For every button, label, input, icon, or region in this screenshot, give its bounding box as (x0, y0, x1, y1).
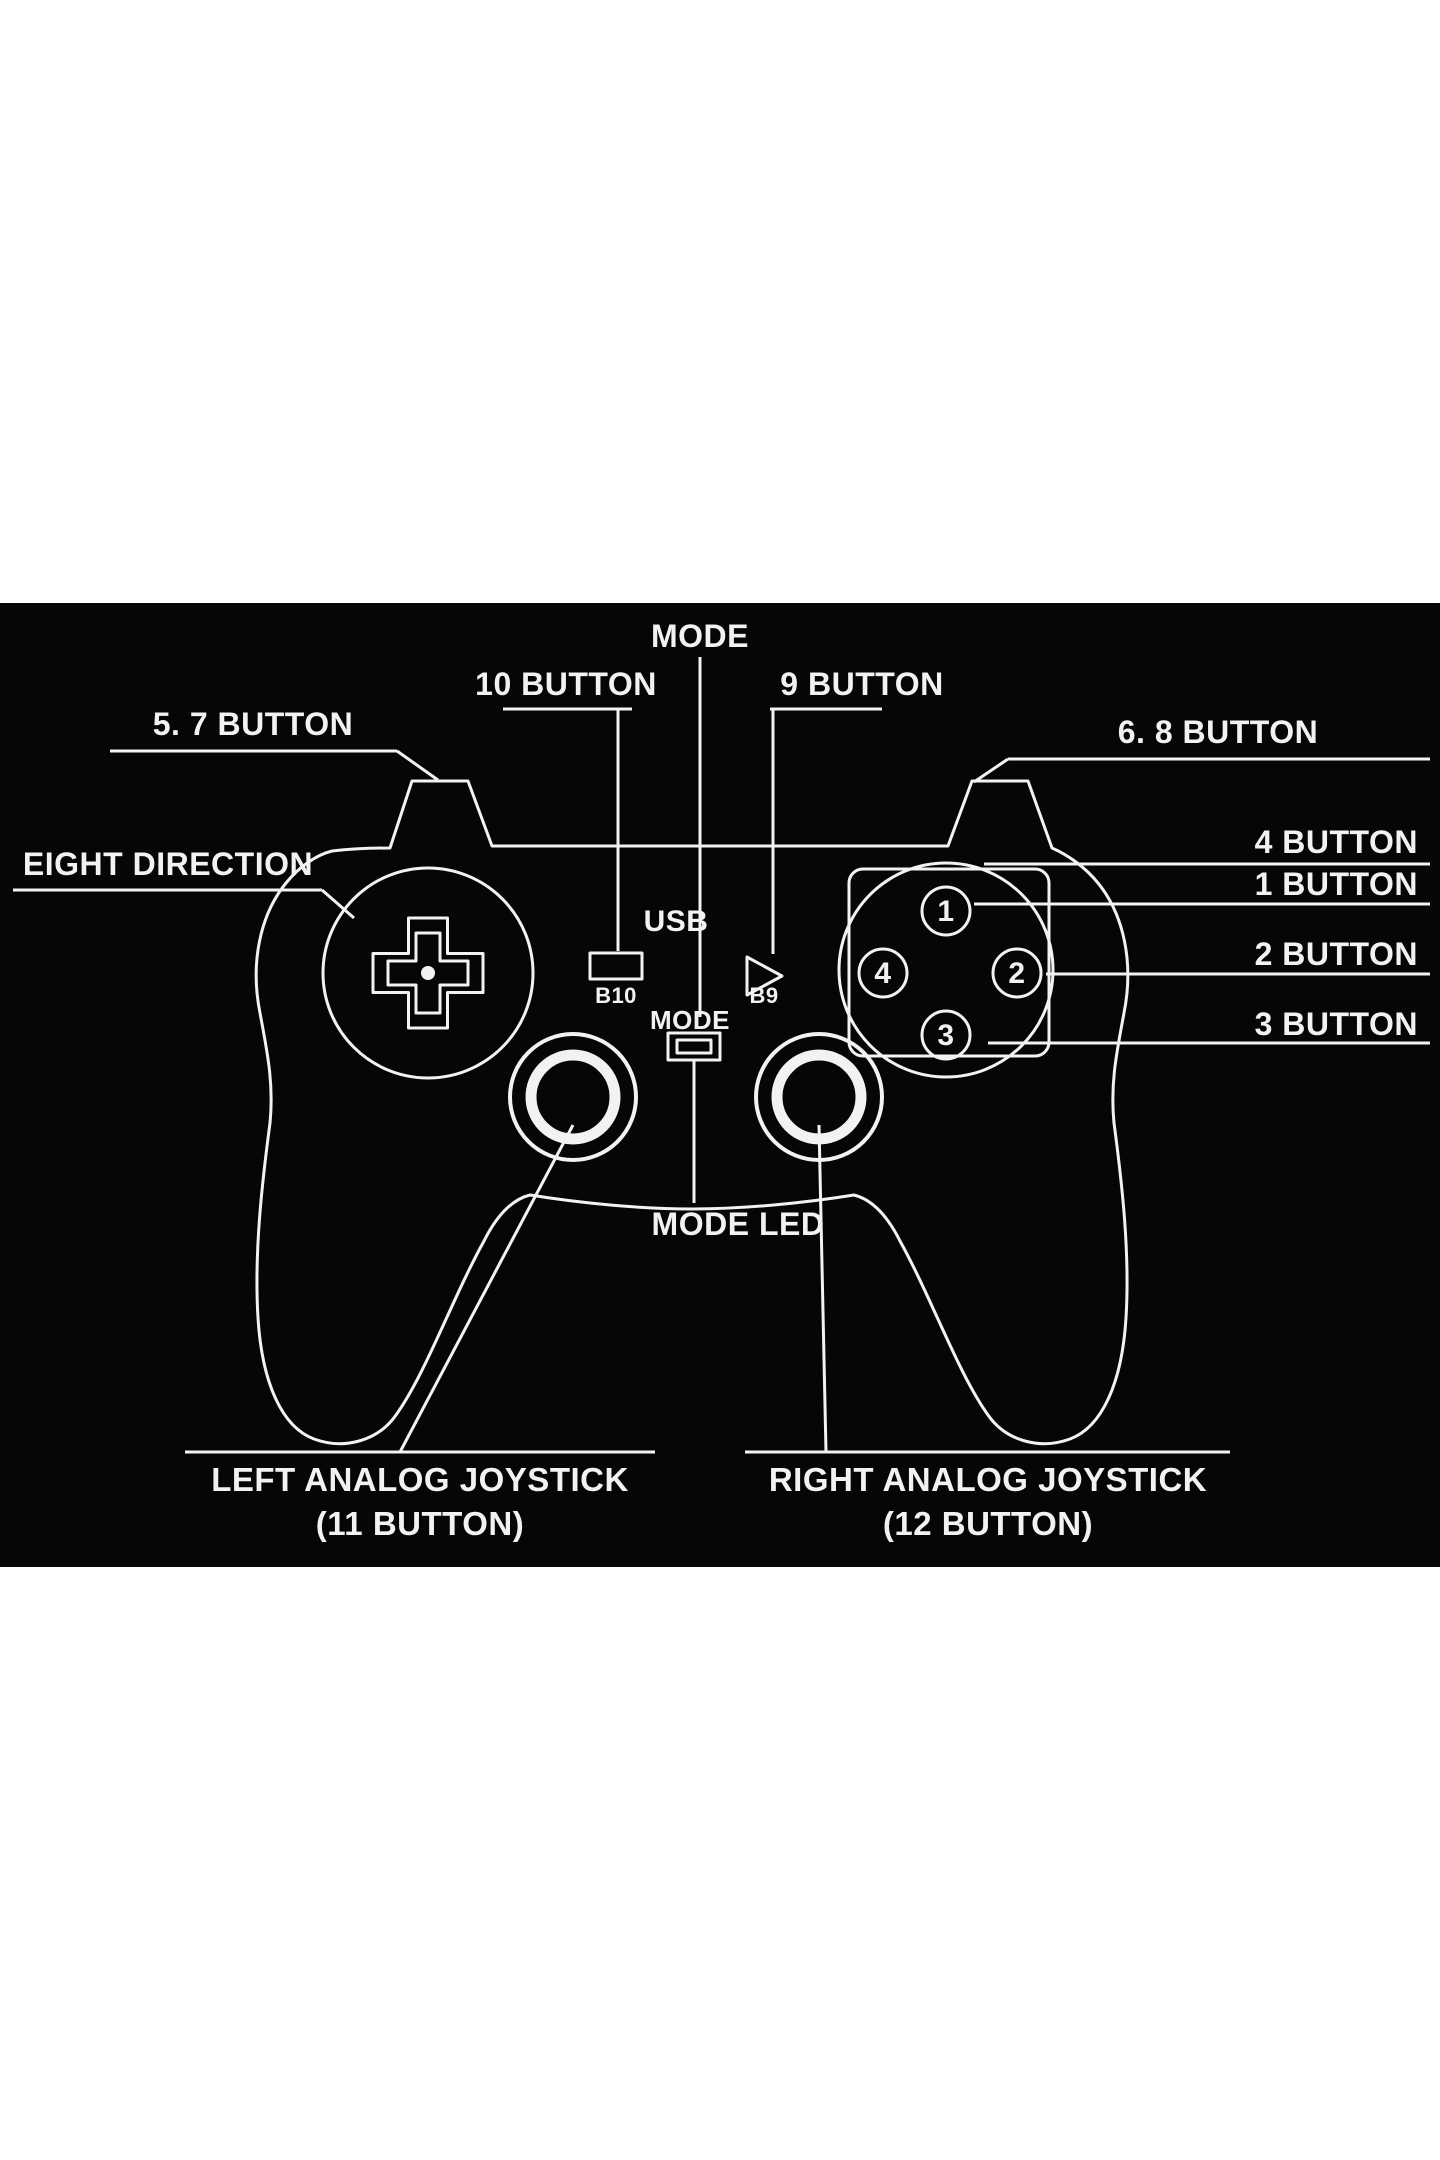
mode-small-label: MODE (650, 1005, 730, 1035)
eight-direction-leader-line (321, 888, 355, 920)
dpad-inner-cross (386, 931, 470, 1015)
b10-label: B10 (595, 983, 637, 1008)
right-stick-label-line2: (12 BUTTON) (883, 1505, 1093, 1542)
button9-label: 9 BUTTON (780, 666, 943, 702)
dpad-pod-circle (321, 866, 535, 1080)
button4-label: 4 BUTTON (1255, 824, 1418, 860)
left-stick-label-line2: (11 BUTTON) (316, 1505, 524, 1542)
button2-label: 2 BUTTON (1255, 936, 1418, 972)
mode-led-label: MODE LED (652, 1206, 825, 1242)
face-button-square (847, 867, 1051, 1058)
dpad-center-dot (421, 966, 435, 980)
mode-button-inner (675, 1038, 713, 1055)
button68-label: 6. 8 BUTTON (1118, 714, 1319, 750)
controller-body-outline (254, 779, 1130, 1446)
face-button-pod-circle (837, 861, 1055, 1079)
mode-button (666, 1031, 722, 1062)
left-stick-inner-ring (525, 1049, 621, 1145)
button57-label: 5. 7 BUTTON (153, 706, 354, 742)
left-stick-outer-ring (508, 1032, 638, 1162)
usb-label: USB (644, 905, 709, 938)
b9-label: B9 (749, 983, 778, 1008)
face-button-1-number: 1 (937, 895, 954, 928)
button1-label: 1 BUTTON (1255, 866, 1418, 902)
gamepad-diagram: 1 2 3 4 MOD (13, 618, 1430, 1542)
button3-label: 3 BUTTON (1255, 1006, 1418, 1042)
gamepad-diagram-panel: 1 2 3 4 MOD (0, 603, 1440, 1567)
button10-label: 10 BUTTON (475, 666, 657, 702)
face-button-4-number: 4 (874, 957, 891, 990)
face-button-2-number: 2 (1008, 957, 1025, 990)
right-stick-leader-line (817, 1124, 828, 1453)
face-button-2 (991, 947, 1043, 999)
button57-leader-line (396, 749, 439, 782)
b10-connector (588, 951, 644, 981)
mode-label: MODE (651, 618, 749, 654)
button68-leader-line (973, 757, 1009, 784)
right-stick-label-line1: RIGHT ANALOG JOYSTICK (769, 1461, 1207, 1498)
left-stick-leader-line (398, 1124, 575, 1453)
face-button-3-number: 3 (937, 1019, 954, 1052)
dpad-outer-cross (371, 916, 485, 1030)
face-button-4 (857, 947, 909, 999)
b9-connector-icon (745, 955, 784, 997)
face-button-1 (920, 885, 972, 937)
left-stick-label-line1: LEFT ANALOG JOYSTICK (211, 1461, 629, 1498)
eight-direction-label: EIGHT DIRECTION (23, 846, 313, 882)
face-button-3 (920, 1009, 972, 1061)
